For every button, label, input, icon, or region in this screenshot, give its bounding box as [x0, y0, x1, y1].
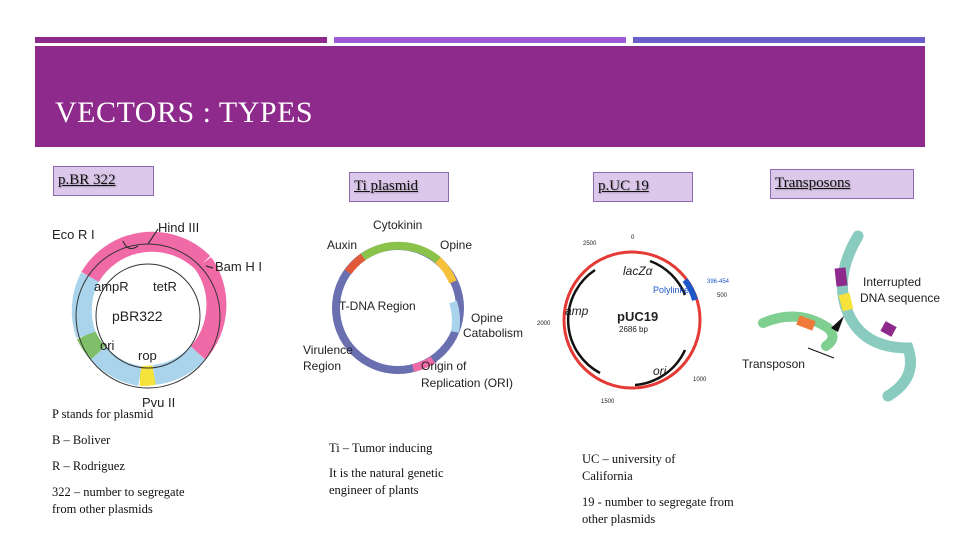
ti-label-region: Region	[303, 359, 341, 373]
puc-tick-500: 500	[717, 293, 728, 299]
pbr-label-rop: rop	[138, 348, 157, 363]
ti-label-replication: Replication (ORI)	[421, 376, 513, 390]
note-uc-california: UC – university of California	[582, 452, 676, 483]
slide-header: VECTORS : TYPES	[35, 46, 925, 147]
pbr-label-ori: ori	[100, 338, 115, 353]
tag-pbr322: p.BR 322	[53, 166, 154, 196]
tag-ti-plasmid: Ti plasmid	[349, 172, 449, 202]
puc-tick-1000: 1000	[693, 377, 707, 383]
pbr-label-hind3: Hind III	[158, 220, 199, 235]
puc-tick-2000: 2000	[537, 321, 551, 327]
puc19-diagram: 0 2500 2000 1500 1000 500 lacZα Polylink…	[537, 235, 730, 405]
tag-puc19: p.UC 19	[593, 172, 693, 202]
ti-label-catabolism: Catabolism	[463, 326, 523, 340]
pbr-label-ecor1: Eco R I	[52, 227, 95, 242]
ti-label-tdna: T-DNA Region	[339, 299, 416, 313]
note-r-rodriguez: R – Rodriguez	[52, 459, 125, 473]
puc-label-polylinker: Polylinker	[653, 285, 692, 295]
ti-label-origin: Origin of	[421, 359, 467, 373]
puc-tick-0: 0	[631, 235, 635, 241]
puc-label-ori: ori	[653, 364, 667, 378]
ti-label-virulence: Virulence	[303, 343, 353, 357]
pbr-label-tet: tetR	[153, 279, 177, 294]
note-ti-engineer: It is the natural genetic engineer of pl…	[329, 466, 444, 497]
ti-label-auxin: Auxin	[327, 238, 357, 252]
transposon-label-transposon: Transposon	[742, 357, 805, 371]
note-p-plasmid: P stands for plasmid	[52, 407, 154, 421]
top-bar-1	[35, 37, 327, 43]
tag-transposons: Transposons	[770, 169, 914, 199]
top-bar-3	[633, 37, 925, 43]
top-bar-2	[334, 37, 626, 43]
transposon-label-dna: DNA sequence	[860, 291, 940, 305]
puc-name: pUC19	[617, 309, 658, 324]
puc-label-amp: amp	[565, 304, 589, 318]
pbr-label-bamh1: Bam H I	[215, 259, 262, 274]
pbr-center-label: pBR322	[112, 308, 163, 324]
ti-label-opine-catabolism: Opine	[471, 311, 503, 325]
pbr322-diagram: Eco R I Hind III Bam H I ampR tetR pBR32…	[52, 220, 262, 410]
ti-plasmid-diagram: Cytokinin Auxin Opine T-DNA Region Opine…	[303, 218, 523, 390]
puc-label-lacz: lacZα	[623, 264, 654, 278]
ti-label-opine: Opine	[440, 238, 472, 252]
ti-label-cytokinin: Cytokinin	[373, 218, 422, 232]
note-ti-tumor: Ti – Tumor inducing	[329, 441, 433, 455]
note-19-number: 19 - number to segregate from other plas…	[582, 495, 734, 526]
note-322-number: 322 – number to segregate from other pla…	[52, 485, 185, 516]
transposon-label-interrupted: Interrupted	[863, 275, 921, 289]
puc-label-396: 396-454	[707, 279, 730, 285]
pbr-label-pvu2: Pvu II	[142, 395, 175, 410]
puc-size: 2686 bp	[619, 325, 648, 334]
puc-tick-1500: 1500	[601, 399, 615, 405]
slide-title: VECTORS : TYPES	[55, 96, 314, 129]
transposon-diagram: Interrupted DNA sequence Transposon	[742, 230, 940, 402]
pbr-label-amp: ampR	[94, 279, 129, 294]
note-b-boliver: B – Boliver	[52, 433, 111, 447]
puc-tick-2500: 2500	[583, 241, 597, 247]
